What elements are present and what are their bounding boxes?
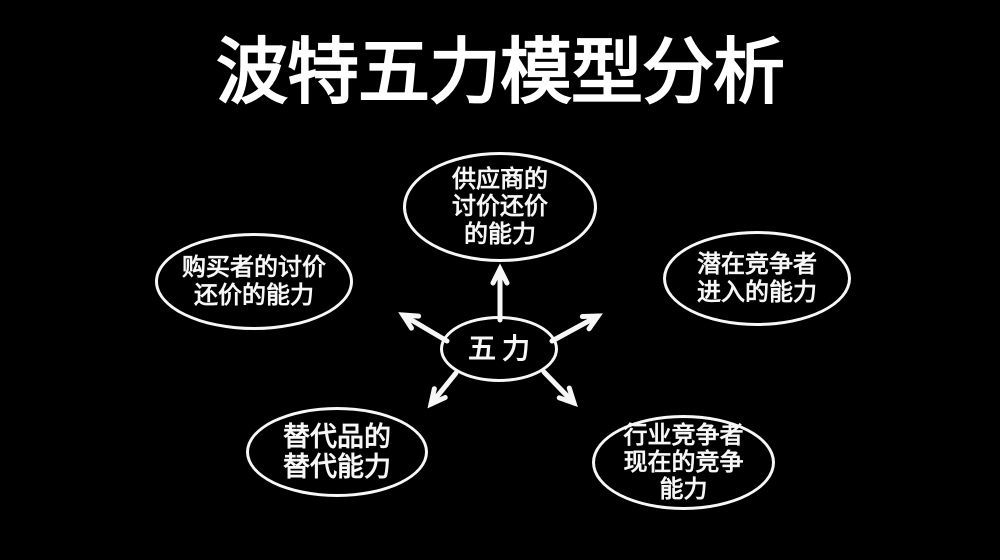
node-line: 的能力	[464, 220, 536, 248]
node-line: 讨价还价	[452, 193, 548, 221]
node-line: 还价的能力	[194, 281, 314, 309]
node-line: 现在的竞争	[623, 448, 744, 476]
node-buyer-bargaining-power: 购买者的讨价 还价的能力	[155, 233, 353, 330]
node-industry-rivalry-power: 行业竞争者 现在的竞争 能力	[592, 415, 775, 510]
arrow-upper-right-icon	[549, 313, 603, 344]
node-potential-entrants-power: 潜在竞争者 进入的能力	[663, 231, 851, 326]
node-substitutes-power: 替代品的 替代能力	[246, 407, 428, 497]
node-line: 能力	[659, 476, 708, 504]
arrow-lower-left-icon	[427, 370, 459, 409]
node-line: 购买者的讨价	[182, 254, 326, 282]
arrow-lower-right-icon	[541, 369, 578, 408]
node-five-forces-hub: 五力	[440, 316, 558, 382]
node-line: 替代能力	[283, 452, 391, 482]
node-line: 供应商的	[452, 166, 548, 194]
arrow-upper-left-icon	[398, 312, 450, 344]
node-line: 行业竞争者	[623, 421, 744, 449]
node-supplier-bargaining-power: 供应商的 讨价还价 的能力	[403, 152, 597, 262]
page-title: 波特五力模型分析	[215, 33, 785, 113]
node-line: 进入的能力	[697, 278, 817, 306]
node-line: 潜在竞争者	[697, 251, 817, 279]
node-line: 替代品的	[283, 421, 391, 452]
node-line: 五力	[467, 333, 536, 365]
